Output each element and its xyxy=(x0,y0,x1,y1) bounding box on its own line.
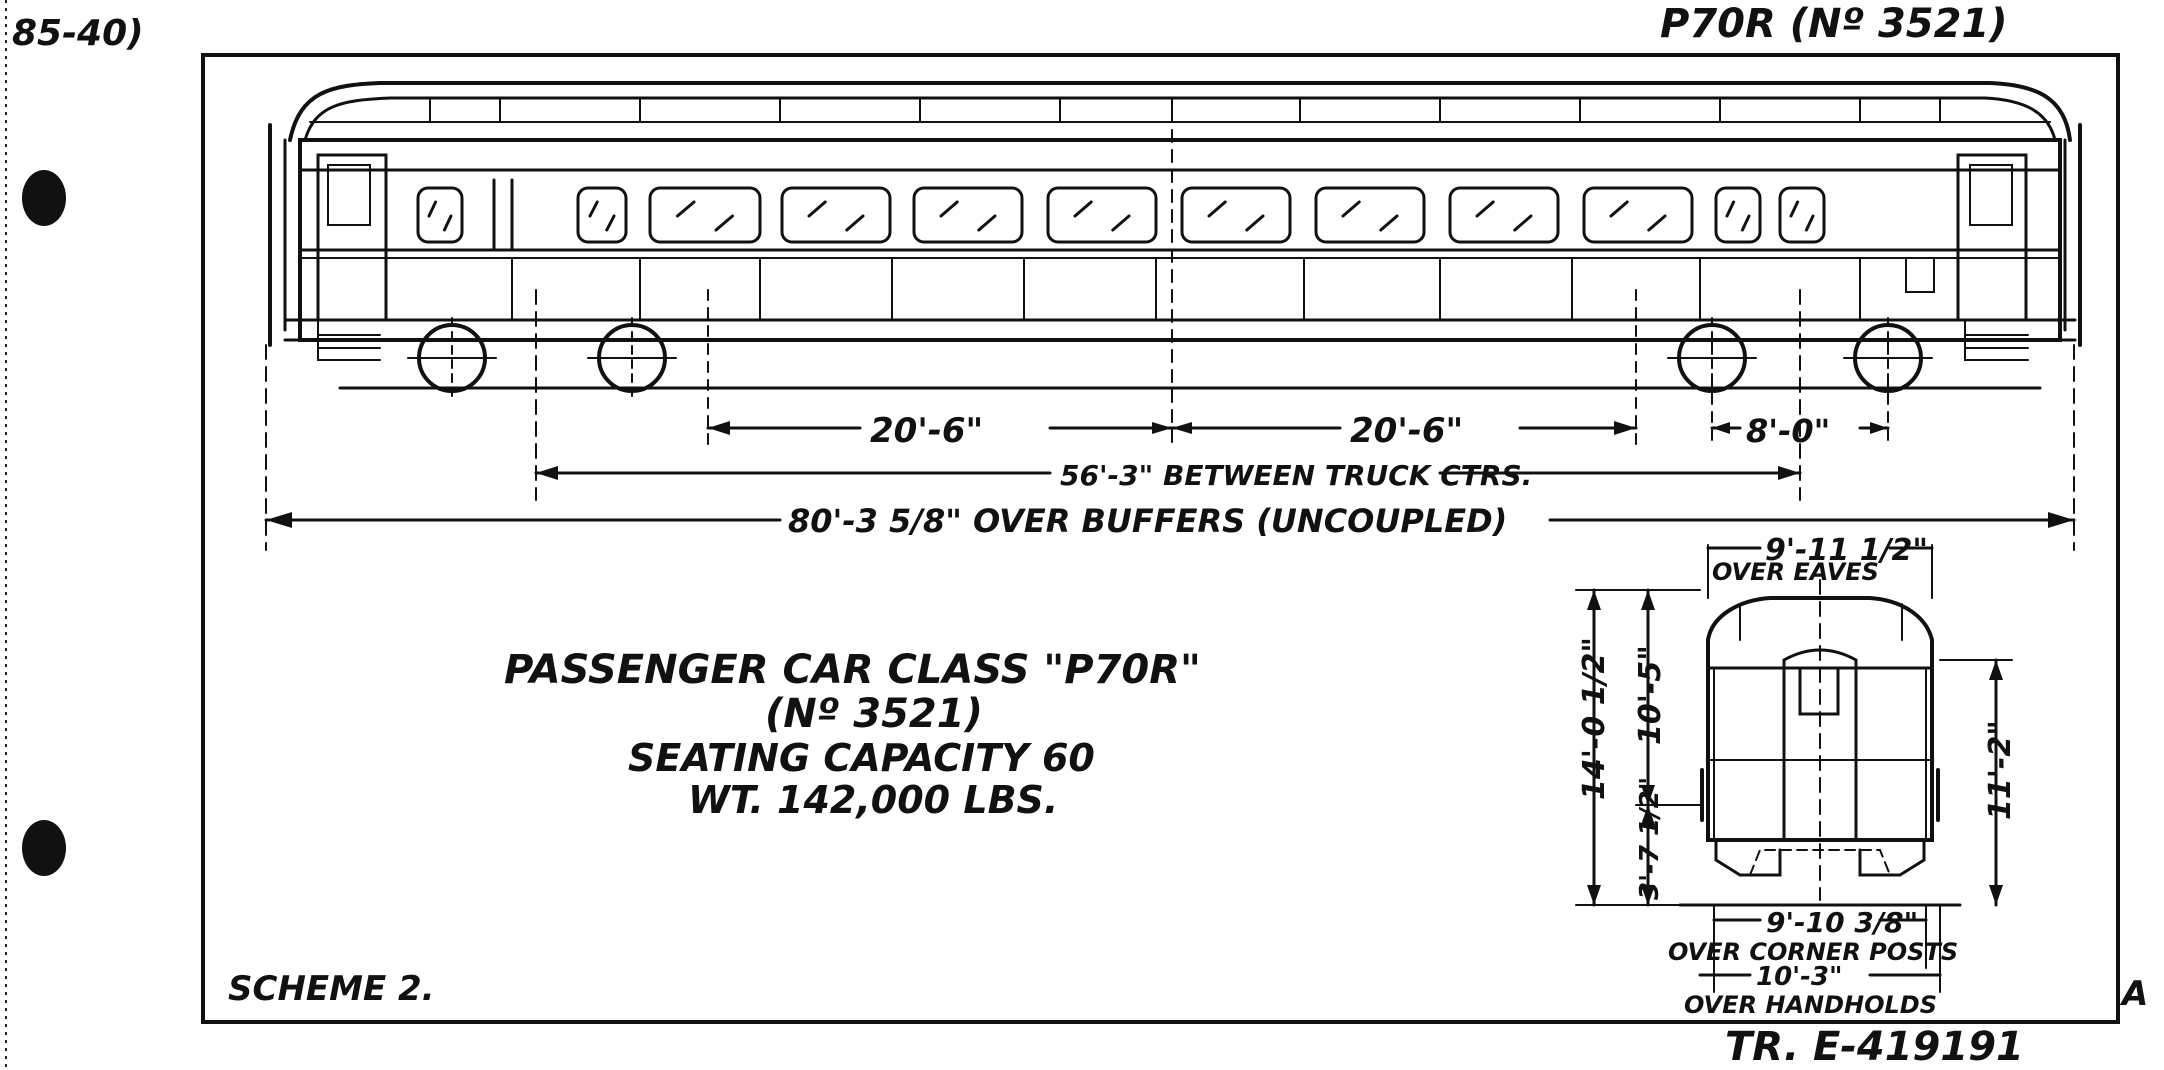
window-glare-mark xyxy=(1513,214,1533,232)
scheme-label: SCHEME 2. xyxy=(228,969,435,1009)
dim-text-floor-height: 3'-7 1/2" xyxy=(1635,777,1665,900)
side-elevation-view: 20'-6" 20'-6" 8'-0" 56'-3" BETWEEN TRUCK… xyxy=(264,81,2082,551)
dim-text-over-buffers: 80'-3 5/8" OVER BUFFERS (UNCOUPLED) xyxy=(788,502,1507,540)
side-window xyxy=(780,186,892,244)
window-glare-mark xyxy=(676,200,696,218)
window-glare-mark xyxy=(1245,214,1265,232)
window-glare-mark xyxy=(588,200,599,218)
punch-hole-upper xyxy=(22,170,66,226)
side-window xyxy=(648,186,762,244)
side-window xyxy=(1448,186,1560,244)
window-glare-mark xyxy=(427,200,438,218)
dim-text-over-eaves-label: OVER EAVES xyxy=(1712,558,1879,586)
dim-text-end-to-truck-left: 20'-6" xyxy=(870,411,983,451)
entry-steps-left xyxy=(317,319,381,361)
title-car-number: (Nº 3521) xyxy=(765,691,983,737)
dim-text-handholds-value: 10'-3" xyxy=(1756,962,1843,992)
window-glare-mark xyxy=(1789,200,1800,218)
end-step-wells xyxy=(1714,838,1926,877)
end-roof-ribs xyxy=(1739,603,1903,641)
corner-reference-text: 85-40) xyxy=(12,13,144,54)
dim-text-corner-posts-value: 9'-10 3/8" xyxy=(1766,906,1918,939)
title-car-class: PASSENGER CAR CLASS "P70R" xyxy=(504,647,1201,693)
drawing-border xyxy=(201,53,2120,1024)
dim-text-between-truck-centers: 56'-3" BETWEEN TRUCK CTRS. xyxy=(1060,459,1532,492)
vestibule-door-left xyxy=(316,153,388,322)
side-window xyxy=(576,186,628,244)
vestibule-door-window-right xyxy=(1969,164,2013,226)
side-window xyxy=(1046,186,1158,244)
window-glare-mark xyxy=(1341,200,1361,218)
dim-text-corner-posts-label: OVER CORNER POSTS xyxy=(1668,938,1958,966)
dim-text-truck-wheelbase: 8'-0" xyxy=(1746,412,1830,450)
side-window xyxy=(1180,186,1292,244)
truck-wheels xyxy=(407,317,1933,401)
end-elevation-view: 9'-11 1/2" OVER EAVES 14'-0 1/2" 10'-5" … xyxy=(1575,533,2018,1019)
window-glare-mark xyxy=(1475,200,1495,218)
punch-hole-lower xyxy=(22,820,66,876)
side-windows xyxy=(416,178,1935,293)
side-window xyxy=(416,186,464,244)
window-glare-mark xyxy=(1207,200,1227,218)
car-roof-inner-line xyxy=(303,96,2057,142)
side-window xyxy=(1314,186,1426,244)
dim-text-roof-height: 10'-5" xyxy=(1633,645,1668,745)
window-glare-mark xyxy=(1740,214,1751,232)
window-glare-mark xyxy=(845,214,865,232)
vestibule-door-window-left xyxy=(327,164,371,226)
revision-mark: A xyxy=(2119,974,2148,1014)
window-glare-mark xyxy=(714,214,734,232)
end-roof-outline xyxy=(1706,596,1934,670)
title-seating-capacity: SEATING CAPACITY 60 xyxy=(628,736,1095,780)
window-glare-mark xyxy=(1073,200,1093,218)
window-glare-mark xyxy=(939,200,959,218)
dim-text-handholds-label: OVER HANDHOLDS xyxy=(1684,991,1937,1019)
side-window xyxy=(1714,186,1762,244)
window-glare-mark xyxy=(442,214,453,232)
drawing-number: TR. E-419191 xyxy=(1725,1024,2024,1070)
window-glare-mark xyxy=(807,200,827,218)
lower-wall-panels xyxy=(511,257,1861,321)
car-roof-outline xyxy=(288,81,2072,142)
window-glare-mark xyxy=(977,214,997,232)
dim-text-overall-height: 14'-0 1/2" xyxy=(1577,637,1612,800)
window-glare-mark xyxy=(1609,200,1629,218)
drawing-title-top-right: P70R (Nº 3521) xyxy=(1660,1,2008,47)
end-body-outline xyxy=(1706,666,1934,842)
side-window xyxy=(1778,186,1826,244)
window-glare-mark xyxy=(1379,214,1399,232)
entry-steps-right xyxy=(1964,319,2029,361)
title-block: PASSENGER CAR CLASS "P70R" (Nº 3521) SEA… xyxy=(504,647,1201,822)
window-glare-mark xyxy=(1804,214,1815,232)
vestibule-door-right xyxy=(1956,153,2028,322)
window-glare-mark xyxy=(605,214,616,232)
window-glare-mark xyxy=(1725,200,1736,218)
side-window xyxy=(1582,186,1694,244)
roof-ribs xyxy=(309,97,2051,123)
dim-text-end-to-truck-right: 20'-6" xyxy=(1350,411,1463,451)
side-hatch xyxy=(1905,257,1935,293)
title-weight: WT. 142,000 LBS. xyxy=(688,778,1058,822)
window-glare-mark xyxy=(1111,214,1131,232)
dim-text-side-height: 11'-2" xyxy=(1983,720,2018,820)
side-window xyxy=(912,186,1024,244)
dim-text-over-eaves-value: 9'-11 1/2" xyxy=(1765,533,1928,568)
window-glare-mark xyxy=(1647,214,1667,232)
